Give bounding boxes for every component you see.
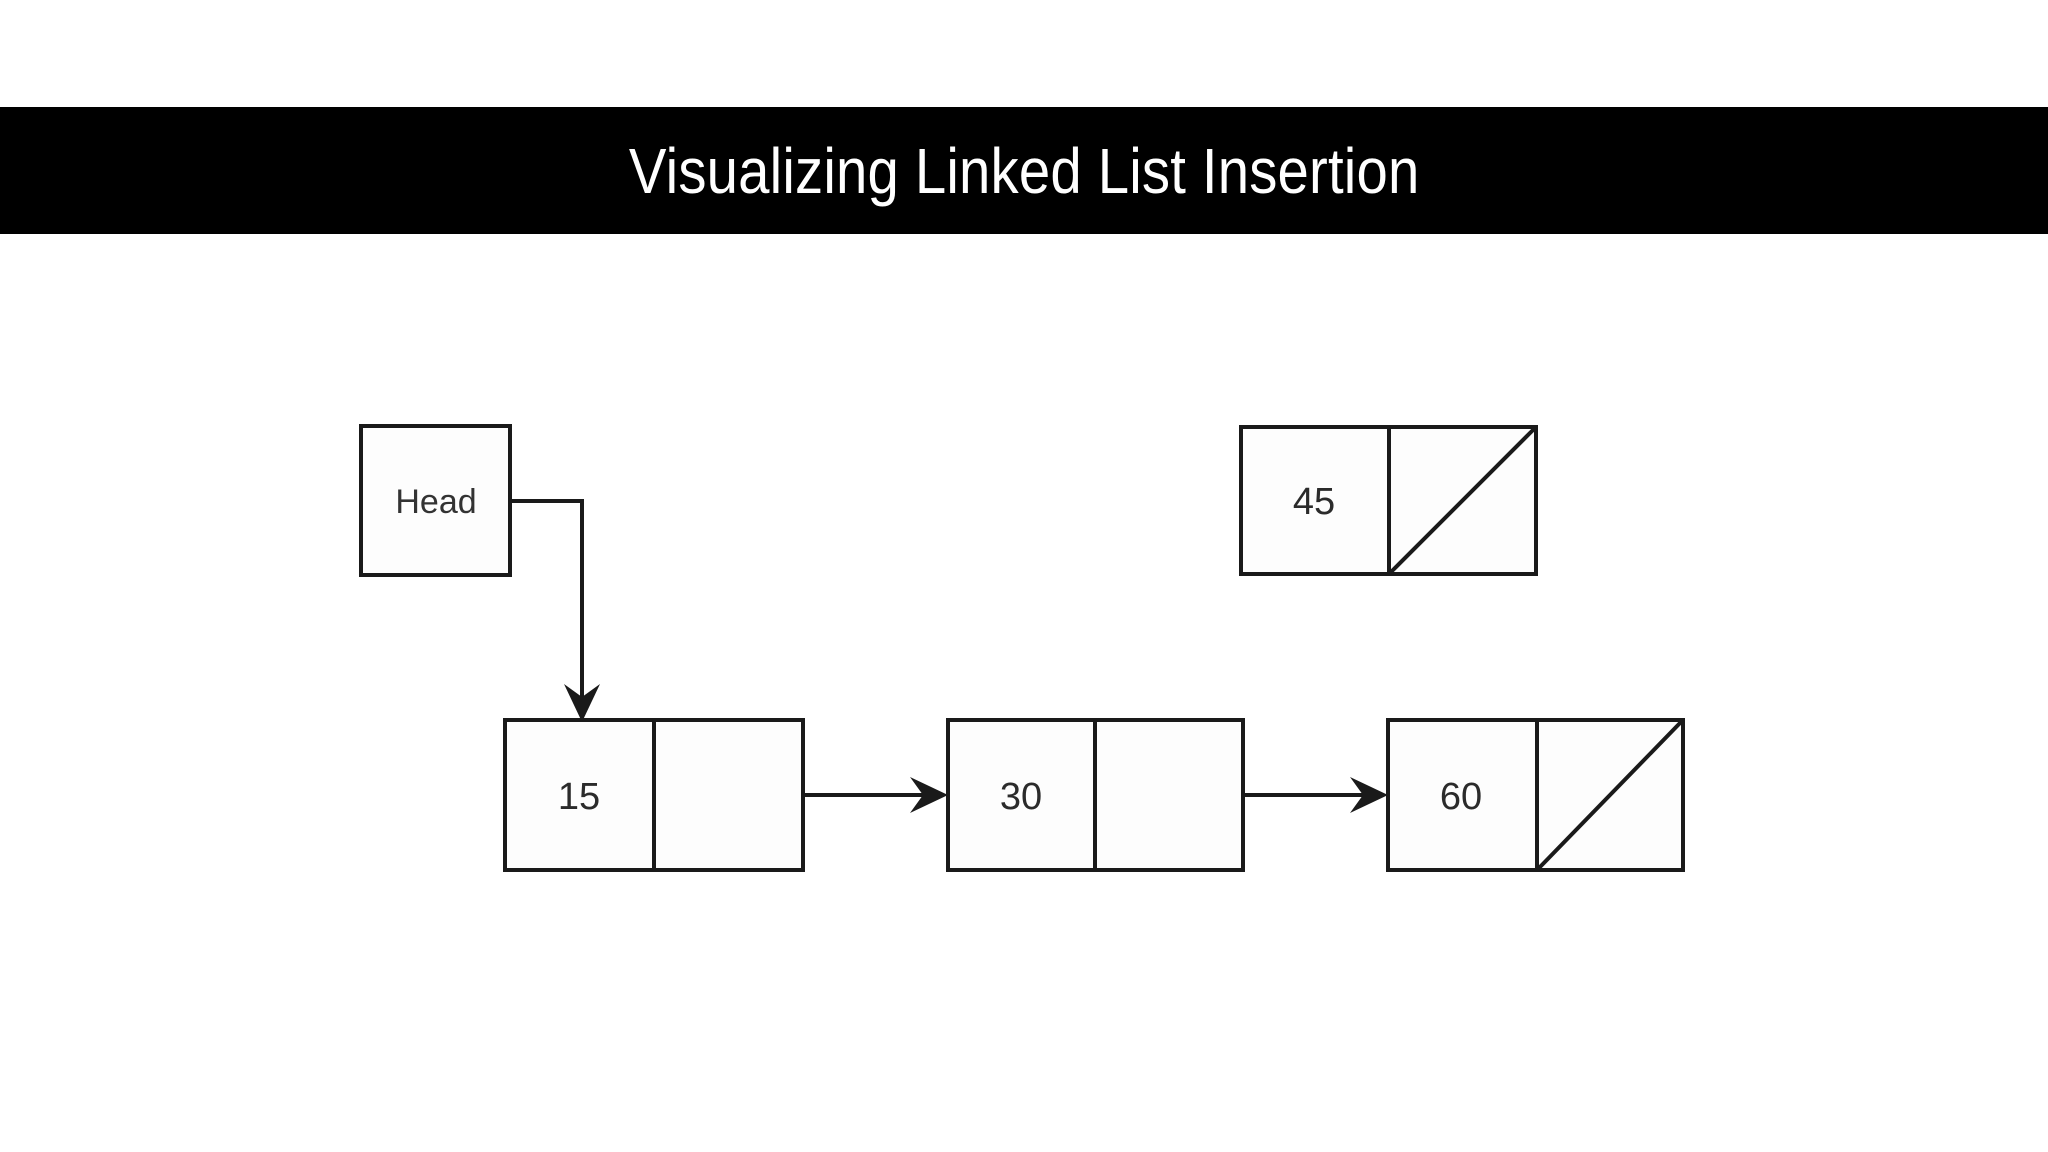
- arrow-node-30-to-node-60: [1243, 777, 1388, 813]
- node-60-null-slash-icon: [1537, 720, 1683, 870]
- arrow-head-right-glyph-icon: [1350, 777, 1388, 813]
- node-15-value: 15: [558, 776, 600, 818]
- node-60-value: 60: [1440, 776, 1482, 818]
- title-bar: Visualizing Linked List Insertion: [0, 107, 2048, 234]
- arrow-node-15-to-node-30: [803, 777, 948, 813]
- node-45-value: 45: [1293, 481, 1335, 523]
- head-pointer-box: Head: [359, 424, 512, 577]
- head-elbow-line: [510, 499, 584, 706]
- list-node-60: 60: [1386, 718, 1685, 872]
- head-box-label: Head: [395, 483, 476, 521]
- list-node-30: 30: [946, 718, 1245, 872]
- node-30-value: 30: [1000, 776, 1042, 818]
- list-node-15: 15: [503, 718, 805, 872]
- arrow-head-to-node-15: [510, 499, 600, 722]
- head-box-rect: [359, 424, 512, 577]
- detached-node-45: 45: [1239, 425, 1538, 576]
- node-45-null-slash-icon: [1389, 427, 1536, 574]
- arrow-head-down-glyph-icon: [564, 684, 600, 722]
- page-title: Visualizing Linked List Insertion: [628, 134, 1420, 207]
- arrow-head-right-glyph-icon: [910, 777, 948, 813]
